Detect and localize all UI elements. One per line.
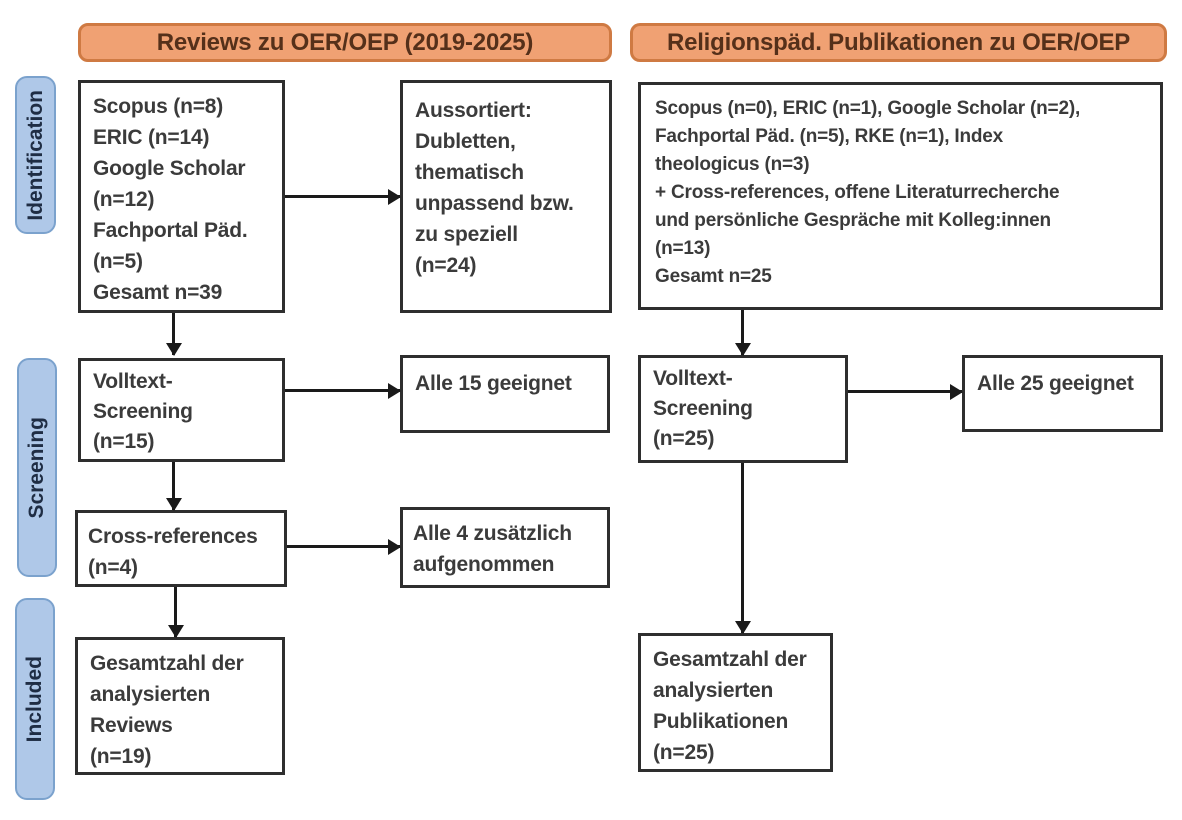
- arrow-left-fulltext-to-result: [285, 382, 401, 399]
- arrow-left-crossreferences-to-included: [167, 587, 184, 638]
- arrow-right-fulltext-to-result: [848, 383, 963, 400]
- box-right-included-total: Gesamtzahl der analysierten Publikatione…: [638, 633, 833, 772]
- box-right-fulltext-result: Alle 25 geeignet: [962, 355, 1163, 432]
- stage-label-screening-text: Screening: [25, 416, 48, 519]
- arrow-right-fulltext-to-included: [734, 463, 751, 634]
- stage-label-identification: Identification: [15, 76, 56, 234]
- stage-label-screening: Screening: [17, 358, 57, 577]
- box-right-identification-sources: Scopus (n=0), ERIC (n=1), Google Scholar…: [638, 82, 1163, 310]
- box-left-fulltext-screening: Volltext- Screening (n=15): [78, 358, 285, 462]
- arrow-left-sources-to-excluded: [285, 188, 401, 205]
- arrow-left-sources-to-fulltext: [165, 313, 182, 356]
- arrow-left-fulltext-to-crossreferences: [165, 462, 182, 511]
- arrow-left-crossreferences-to-result: [287, 538, 401, 555]
- stage-label-included: Included: [15, 598, 55, 800]
- box-left-crossreferences-result: Alle 4 zusätzlich aufgenommen: [400, 507, 610, 588]
- box-left-identification-sources: Scopus (n=8) ERIC (n=14) Google Scholar …: [78, 80, 285, 313]
- box-left-crossreferences: Cross-references (n=4): [75, 510, 287, 587]
- column-header-religionspaed: Religionspäd. Publikationen zu OER/OEP: [630, 23, 1167, 62]
- box-right-fulltext-screening: Volltext- Screening (n=25): [638, 355, 848, 463]
- column-header-reviews: Reviews zu OER/OEP (2019-2025): [78, 23, 612, 62]
- box-left-included-total: Gesamtzahl der analysierten Reviews (n=1…: [75, 637, 285, 775]
- stage-label-identification-text: Identification: [23, 89, 47, 221]
- box-left-fulltext-result: Alle 15 geeignet: [400, 355, 610, 433]
- arrow-right-sources-to-fulltext: [734, 310, 751, 356]
- stage-label-included-text: Included: [23, 655, 46, 743]
- box-left-excluded: Aussortiert: Dubletten, thematisch unpas…: [400, 80, 612, 313]
